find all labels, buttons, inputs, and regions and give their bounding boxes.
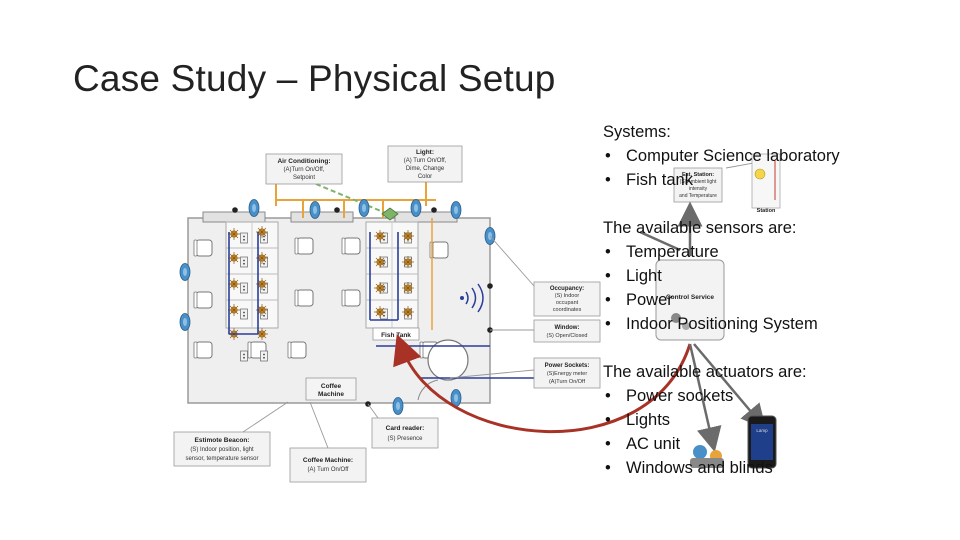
card-reader-title: Card reader: [386,425,425,432]
station-label: Station [757,208,776,214]
list-item: Windows and blinds [603,456,933,480]
light-title: Light: [416,149,434,156]
estimote-beacon-line-1: (S) Indoor position, light [190,447,254,453]
coffee-machine-room-label-1: Coffee [321,383,342,390]
power-sockets-title: Power Sockets: [545,363,590,369]
list-item: Computer Science laboratory [603,144,933,168]
actuators-heading: The available actuators are: [603,363,807,381]
list-item: Power [603,288,933,312]
list-item: Lights [603,408,933,432]
list-item: AC unit [603,432,933,456]
power-sockets-line-2: (A)Turn On/Off [549,379,586,385]
light-line-1: (A) Turn On/Off, [404,158,447,164]
air-conditioning-line-1: (A)Turn On/Off, [283,167,324,173]
estimote-beacon-line-2: sensor, temperature sensor [185,456,258,462]
floor-plan: Fish Tank Coffee Machine [187,211,534,404]
window-box: Window: (S) Open/Closed [533,319,601,343]
coffee-machine-line-1: (A) Turn On/Off [308,467,349,473]
occupancy-line-2: occupant [556,300,579,306]
window-line-1: (S) Open/Closed [547,333,588,339]
list-item: Indoor Positioning System [603,312,933,336]
actuators-list: Power sockets Lights AC unit Windows and… [603,384,933,480]
air-conditioning-line-2: Setpoint [293,175,315,181]
systems-list: Computer Science laboratory Fish tank [603,144,933,192]
list-item: Power sockets [603,384,933,408]
est-station-line-3: and Temperature [679,193,717,199]
coffee-machine-room-label-2: Machine [318,391,344,398]
card-reader-line-1: (S) Presence [387,436,423,442]
light-box: Light: (A) Turn On/Off, Dime, Change Col… [387,145,463,183]
occupancy-line-1: (S) Indoor [555,293,580,299]
light-line-3: Color [418,174,432,180]
list-item: Temperature [603,240,933,264]
power-sockets-line-1: (S)Energy meter [547,371,588,377]
sensors-heading: The available sensors are: [603,219,797,237]
list-item: Light [603,264,933,288]
ac-light-wiring [275,178,436,330]
occupancy-title: Occupancy: [550,286,584,292]
occupancy-line-3: coordinates [553,307,582,313]
air-conditioning-title: Air Conditioning: [277,158,330,165]
fish-tank-label: Fish Tank [381,332,411,339]
air-conditioning-box: Air Conditioning: (A)Turn On/Off, Setpoi… [265,153,343,185]
sensors-list: Temperature Light Power Indoor Positioni… [603,240,933,336]
slide-title: Case Study – Physical Setup [73,58,556,99]
card-reader-box: Card reader: (S) Presence [371,417,439,449]
estimote-beacon-box: Estimote Beacon: (S) Indoor position, li… [173,431,271,467]
power-sockets-box: Power Sockets: (S)Energy meter (A)Turn O… [533,357,601,389]
estimote-beacon-title: Estimote Beacon: [195,437,250,444]
coffee-machine-title: Coffee Machine: [303,457,353,464]
systems-heading: Systems: [603,123,671,141]
coffee-machine-box: Coffee Machine: (A) Turn On/Off [289,447,367,483]
list-item: Fish tank [603,168,933,192]
light-line-2: Dime, Change [406,166,445,172]
window-title: Window: [555,325,580,331]
description-text: Systems: Computer Science laboratory Fis… [603,120,933,480]
occupancy-box: Occupancy: (S) Indoor occupant coordinat… [533,281,601,317]
